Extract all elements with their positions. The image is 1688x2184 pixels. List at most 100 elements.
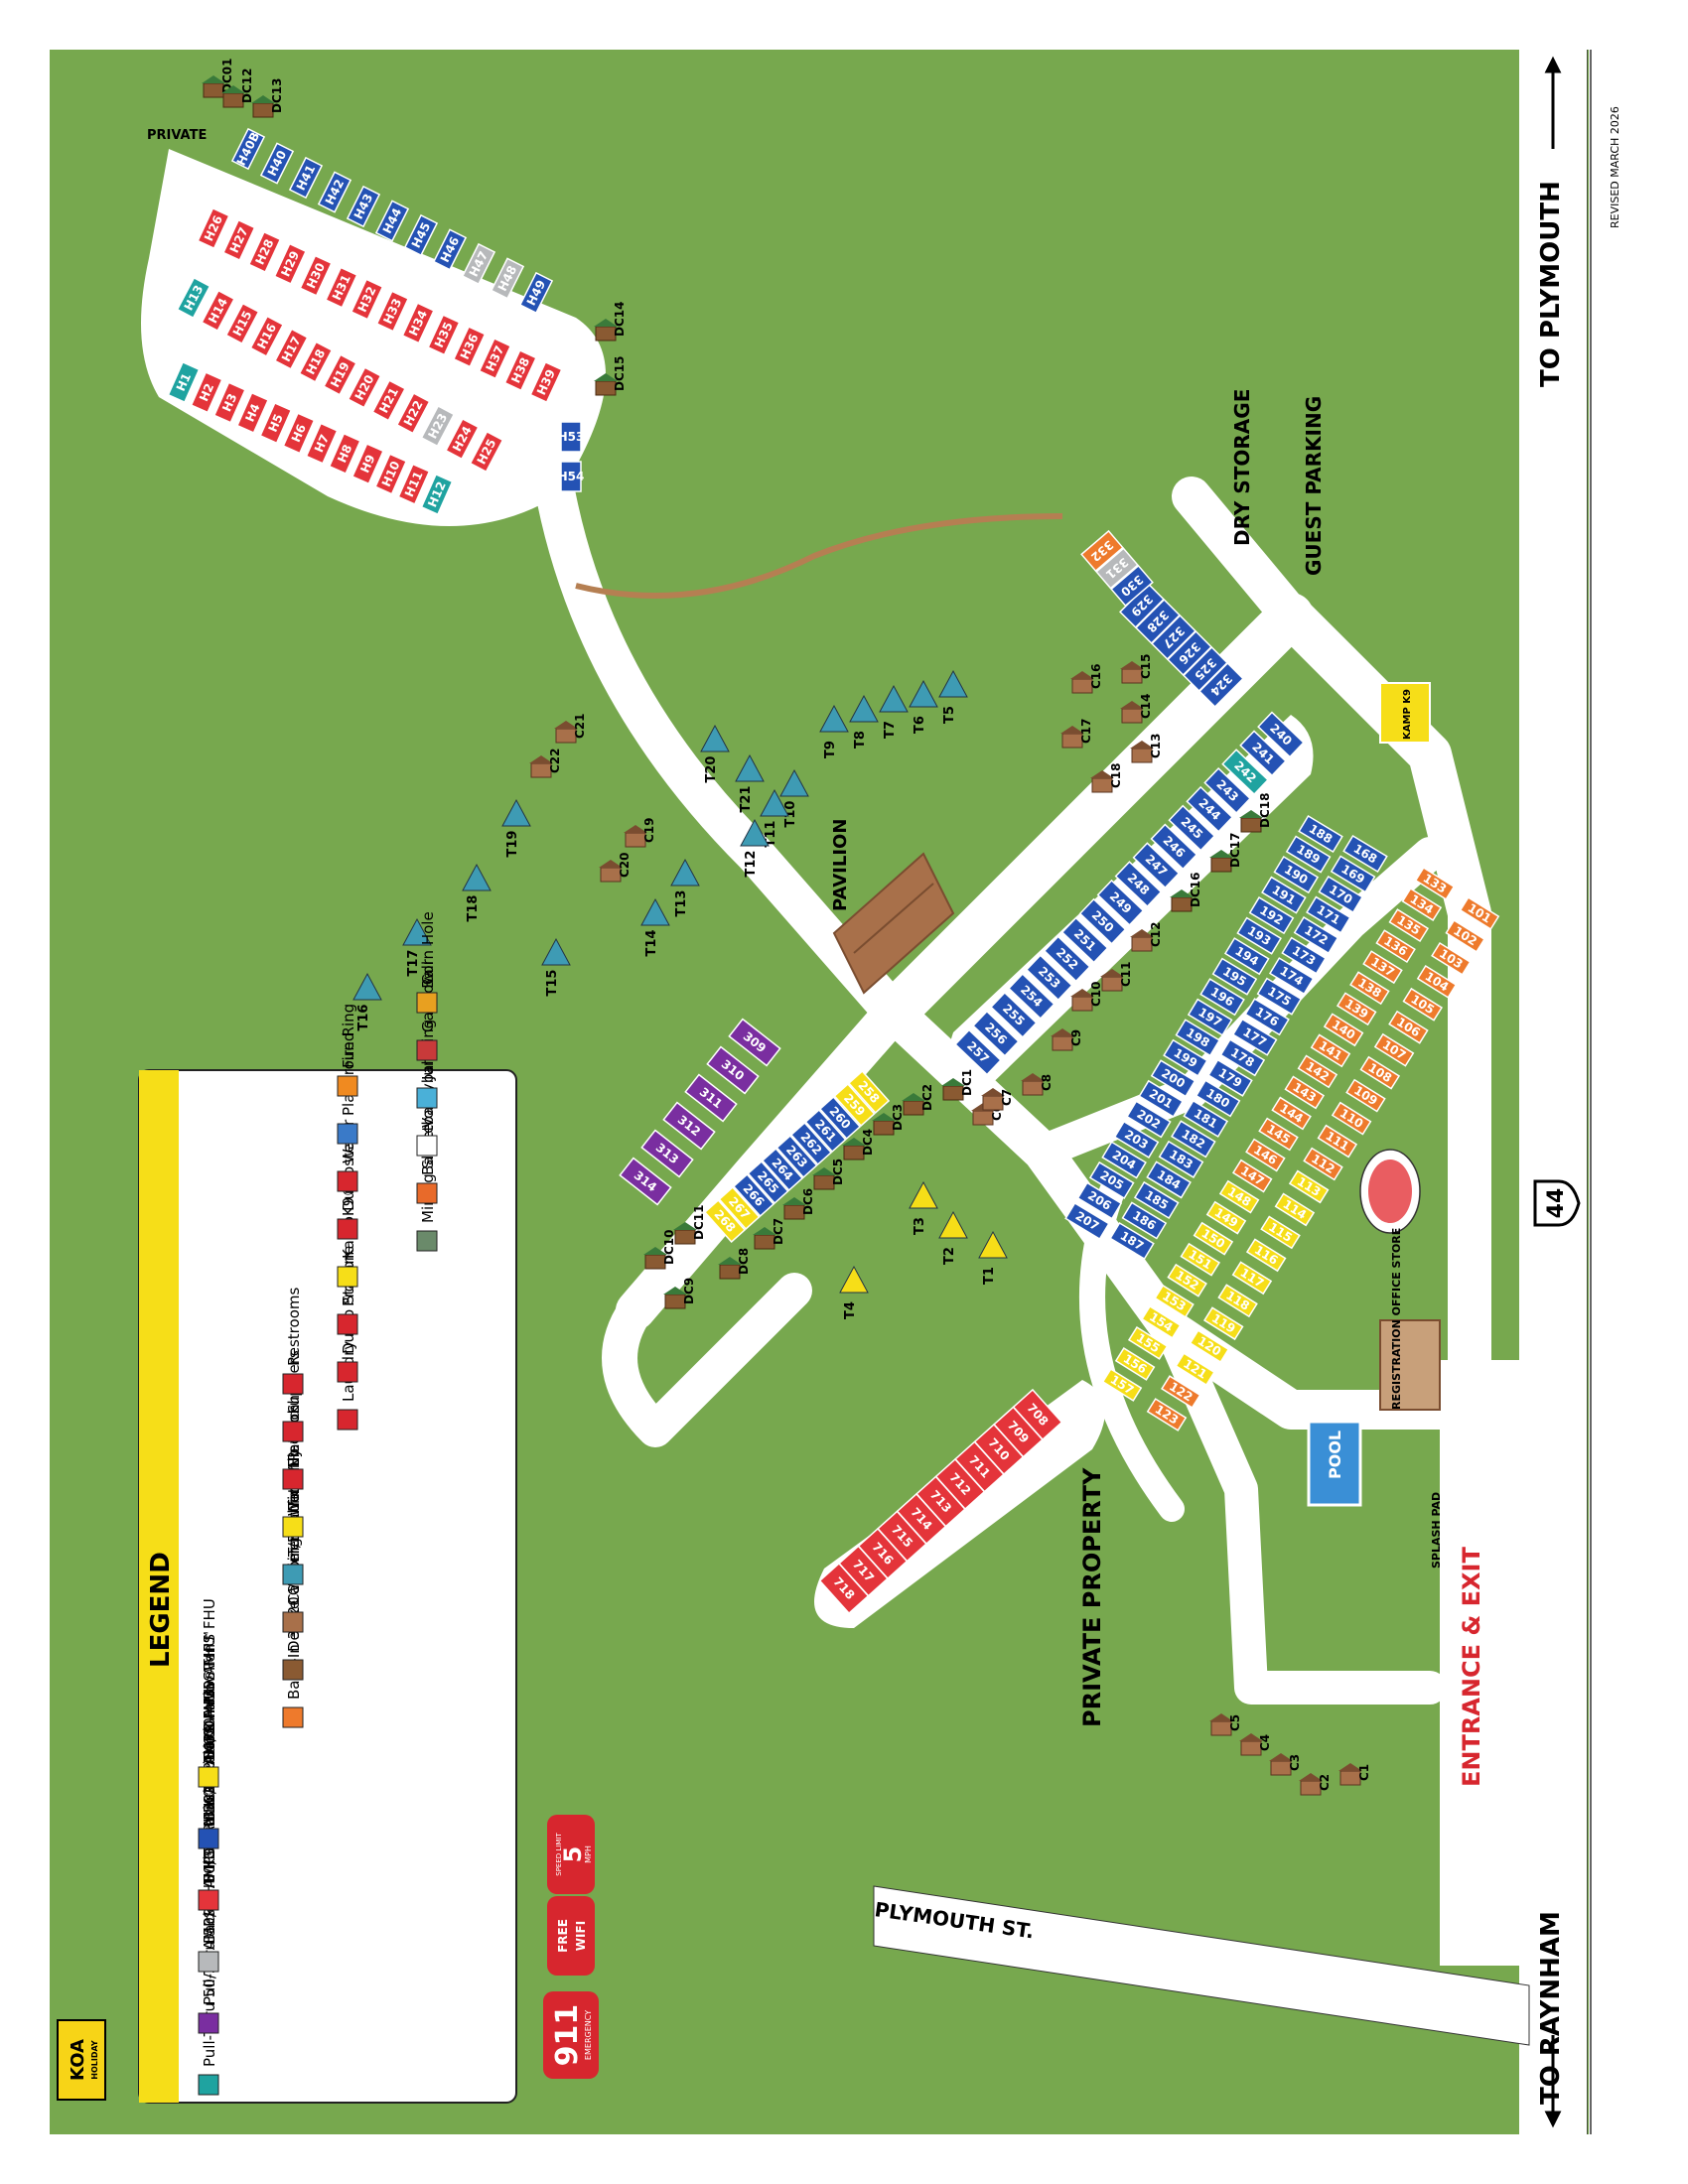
row188-site[interactable]: 205 [1088, 1160, 1135, 1200]
tent-water-electric-icon[interactable]: T6 [909, 679, 938, 734]
h-row4-site[interactable]: H47 [461, 242, 496, 286]
tent-water-electric-icon[interactable]: T20 [700, 724, 730, 782]
h-row1-site[interactable]: H9 [351, 443, 384, 485]
h-row1-site[interactable]: H5 [259, 401, 293, 445]
tent-water-electric-icon[interactable]: T12 [740, 818, 770, 877]
h-row4-site[interactable]: H44 [374, 200, 410, 242]
roworange2-site[interactable]: 107 [1373, 1032, 1415, 1067]
tent-water-electric-icon[interactable]: T9 [819, 704, 849, 758]
deluxe-cabin-icon[interactable]: DC11 [673, 1205, 706, 1245]
h-side-site[interactable]: H54 [558, 461, 585, 492]
h-row3-site[interactable]: H27 [222, 218, 256, 262]
row700-site[interactable]: 710 [973, 1423, 1025, 1476]
tent-no-hookups-icon[interactable]: T2 [938, 1210, 968, 1265]
deluxe-cabin-icon[interactable]: DC3 [872, 1104, 905, 1136]
registration-office[interactable] [1379, 1319, 1441, 1411]
deluxe-cabin-icon[interactable]: DC5 [812, 1159, 845, 1190]
tent-water-electric-icon[interactable]: T21 [735, 753, 765, 812]
row300b-site[interactable]: 329 [1119, 583, 1165, 628]
tent-water-electric-icon[interactable]: T15 [541, 937, 571, 996]
h-row1-site[interactable]: H6 [282, 412, 316, 455]
row240-site[interactable]: 251 [1060, 916, 1109, 964]
kampk9-area-right[interactable] [1379, 682, 1431, 744]
camping-cabin-icon[interactable]: C21 [554, 713, 587, 744]
tent-water-electric-icon[interactable]: T5 [938, 669, 968, 724]
h-row1-site[interactable]: H8 [328, 432, 361, 476]
deluxe-cabin-icon[interactable]: DC17 [1209, 833, 1242, 873]
deluxe-cabin-icon[interactable]: DC12 [221, 68, 254, 108]
camping-cabin-icon[interactable]: C11 [1100, 961, 1133, 992]
camping-cabin-icon[interactable]: C8 [1021, 1073, 1054, 1096]
camping-cabin-icon[interactable]: C19 [624, 817, 656, 848]
h-side-site[interactable]: H53 [558, 421, 585, 453]
deluxe-cabin-icon[interactable]: DC6 [782, 1188, 815, 1220]
h-row2-site[interactable]: H15 [224, 302, 260, 344]
camping-cabin-icon[interactable]: C17 [1060, 718, 1093, 749]
row300t-site[interactable]: 332 [1080, 529, 1124, 573]
row700-site[interactable]: 712 [934, 1457, 986, 1511]
camping-cabin-icon[interactable]: C15 [1120, 653, 1153, 684]
tent-water-electric-icon[interactable]: T7 [879, 684, 909, 739]
tent-water-electric-icon[interactable]: T16 [352, 972, 382, 1030]
h-row2-site[interactable]: H18 [298, 341, 334, 383]
h-row3-site[interactable]: H34 [401, 302, 435, 344]
camping-cabin-icon[interactable]: C22 [529, 748, 562, 778]
camping-cabin-icon[interactable]: C7 [981, 1088, 1014, 1111]
h-row1-site[interactable]: H2 [190, 371, 223, 414]
tent-water-electric-icon[interactable]: T13 [670, 858, 700, 916]
roworange1-site[interactable]: 153 [1154, 1284, 1195, 1318]
camping-cabin-icon[interactable]: C3 [1269, 1753, 1302, 1776]
pool[interactable] [1307, 1420, 1362, 1507]
deluxe-cabin-icon[interactable]: DC8 [718, 1248, 751, 1280]
deluxe-cabin-icon[interactable]: DC01 [202, 59, 234, 98]
tent-water-electric-icon[interactable]: T8 [849, 694, 879, 749]
tent-water-electric-icon[interactable]: T11 [760, 788, 789, 847]
pavilion-building[interactable] [832, 852, 955, 995]
camping-cabin-icon[interactable]: C5 [1209, 1713, 1242, 1736]
row300b-site[interactable]: 326 [1167, 630, 1212, 676]
deluxe-cabin-icon[interactable]: DC7 [753, 1218, 785, 1250]
h-row3-site[interactable]: H37 [478, 338, 512, 380]
h-row3-site[interactable]: H38 [503, 348, 537, 392]
tent-water-electric-icon[interactable]: T18 [462, 863, 492, 921]
deluxe-cabin-icon[interactable]: DC4 [842, 1129, 875, 1160]
tent-water-electric-icon[interactable]: T17 [402, 917, 432, 976]
row168-site[interactable]: 179 [1207, 1058, 1253, 1097]
h-row1-site[interactable]: H1 [167, 360, 201, 404]
h-row3-site[interactable]: H29 [273, 242, 308, 285]
row700-site[interactable]: 708 [1012, 1388, 1063, 1441]
camping-cabin-icon[interactable]: C16 [1070, 663, 1103, 694]
h-row3-site[interactable]: H39 [529, 360, 563, 404]
deluxe-cabin-icon[interactable]: DC2 [902, 1084, 934, 1116]
h-row3-site[interactable]: H28 [247, 230, 282, 273]
deluxe-cabin-icon[interactable]: DC9 [663, 1278, 696, 1309]
tent-water-electric-icon[interactable]: T14 [640, 897, 670, 956]
camping-cabin-icon[interactable]: C12 [1130, 921, 1163, 952]
h-row3-site[interactable]: H35 [427, 314, 461, 356]
h-row1-site[interactable]: H4 [236, 391, 270, 434]
h-row1-site[interactable]: H7 [305, 422, 339, 465]
deluxe-cabin-icon[interactable]: DC18 [1239, 793, 1272, 833]
h-row4-site[interactable]: H43 [346, 185, 381, 228]
tent-no-hookups-icon[interactable]: T3 [909, 1180, 938, 1235]
h-row1-site[interactable]: H11 [397, 463, 431, 505]
h-row1-site[interactable]: H3 [212, 381, 246, 424]
tent-no-hookups-icon[interactable]: T1 [978, 1230, 1008, 1285]
h-row1-site[interactable]: H10 [374, 453, 408, 495]
h-row3-site[interactable]: H32 [350, 278, 384, 321]
tent-no-hookups-icon[interactable]: T4 [839, 1265, 869, 1319]
camping-cabin-icon[interactable]: C20 [599, 852, 632, 883]
row700-site[interactable]: 715 [877, 1510, 927, 1563]
camping-cabin-icon[interactable]: C1 [1338, 1763, 1371, 1786]
h-row2-site[interactable]: H17 [273, 328, 309, 370]
tent-water-electric-icon[interactable]: T10 [779, 768, 809, 827]
h-row3-site[interactable]: H26 [197, 206, 230, 250]
h-row4-site[interactable]: H46 [432, 228, 468, 271]
roworange1-site[interactable]: 154 [1141, 1304, 1182, 1339]
camping-cabin-icon[interactable]: C4 [1239, 1733, 1272, 1756]
tent-water-electric-icon[interactable]: T19 [501, 798, 531, 857]
deluxe-cabin-icon[interactable]: DC14 [594, 302, 627, 341]
h-row1-site[interactable]: H12 [420, 473, 454, 516]
camping-cabin-icon[interactable]: C10 [1070, 981, 1103, 1012]
camping-cabin-icon[interactable]: C9 [1051, 1028, 1083, 1051]
